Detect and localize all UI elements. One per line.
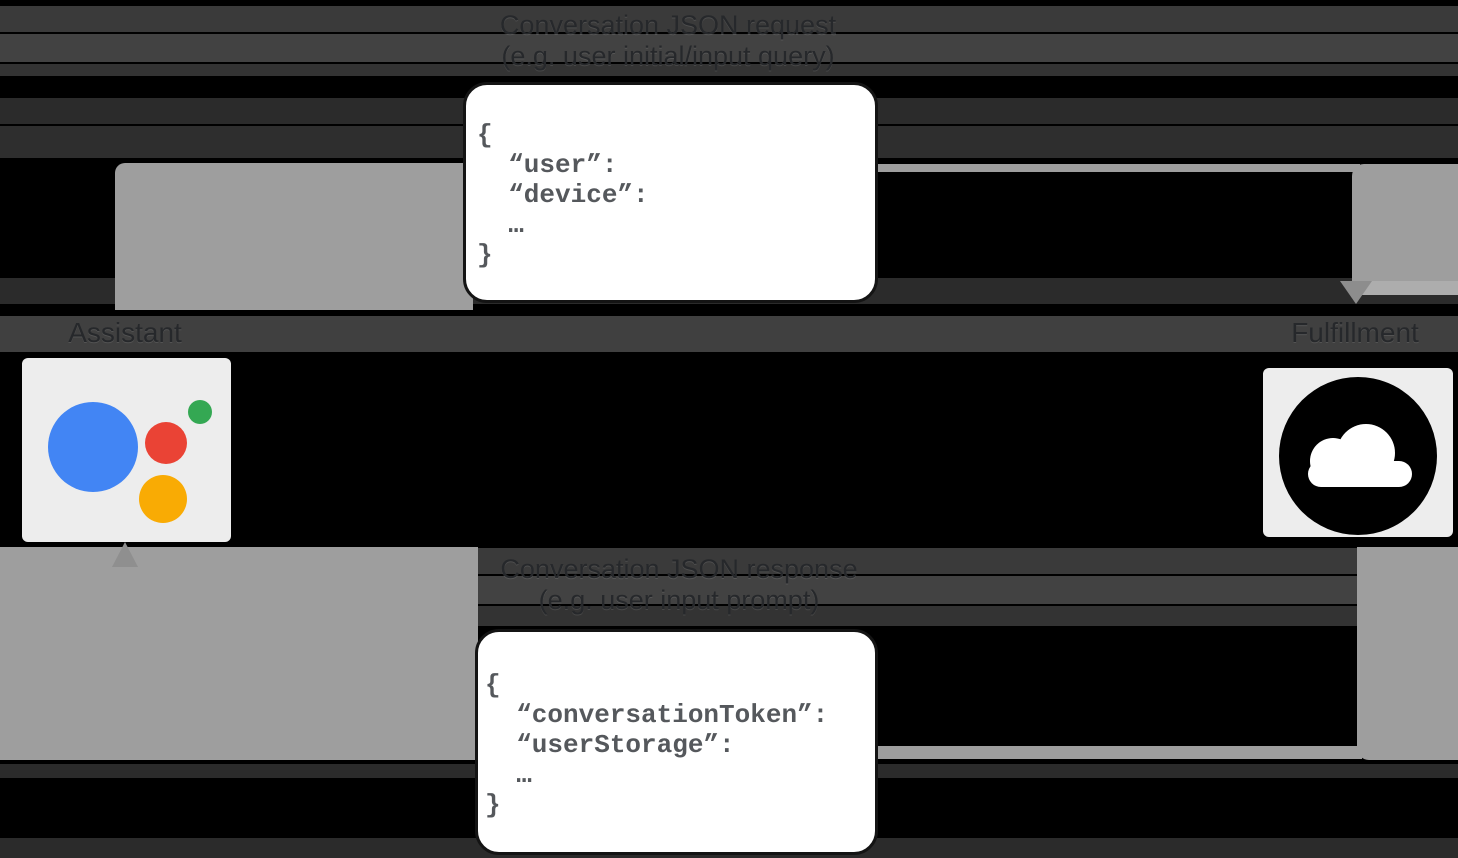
- assistant-node-label: Assistant: [68, 317, 182, 348]
- response-arrow-left-beam: [0, 547, 478, 760]
- background-stripe: [0, 64, 1458, 76]
- cloud-icon: [1279, 377, 1437, 535]
- response-json-code: { “conversationToken”: “userStorage”: … …: [485, 670, 829, 820]
- request-arrowhead-icon: [1340, 281, 1372, 304]
- assistant-tile: [22, 358, 231, 542]
- fulfillment-node-label: Fulfillment: [1291, 317, 1419, 348]
- response-arrow-right-beam: [1357, 547, 1458, 760]
- background-stripe: [0, 6, 1458, 32]
- assistant-red-circle-icon: [145, 422, 187, 464]
- request-label-line2: (e.g. user initial/input query): [501, 41, 835, 71]
- background-stripe: [0, 316, 1458, 352]
- fulfillment-tile: [1263, 368, 1453, 537]
- request-arrow-left-beam: [115, 163, 473, 310]
- assistant-blue-circle-icon: [48, 402, 138, 492]
- request-arrow-right-beam-fade: [1352, 281, 1458, 295]
- request-label: Conversation JSON request (e.g. user ini…: [500, 10, 836, 72]
- request-json-code: { “user”: “device”: … }: [477, 120, 649, 270]
- response-label-line1: Conversation JSON response: [500, 554, 858, 584]
- assistant-green-circle-icon: [188, 400, 212, 424]
- request-arrow-line: [862, 164, 1360, 172]
- response-json-box: [475, 629, 878, 855]
- response-arrowhead-icon: [112, 542, 138, 567]
- request-label-line1: Conversation JSON request: [499, 10, 837, 40]
- request-arrow-right-beam: [1352, 164, 1458, 281]
- response-label: Conversation JSON response (e.g. user in…: [500, 554, 857, 616]
- response-label-line2: (e.g. user input prompt): [538, 585, 820, 615]
- background-stripe: [0, 34, 1458, 62]
- request-json-box: [463, 82, 878, 303]
- assistant-yellow-circle-icon: [139, 475, 187, 523]
- assistant-logo-icon: [22, 358, 231, 542]
- response-arrow-line: [862, 746, 1362, 759]
